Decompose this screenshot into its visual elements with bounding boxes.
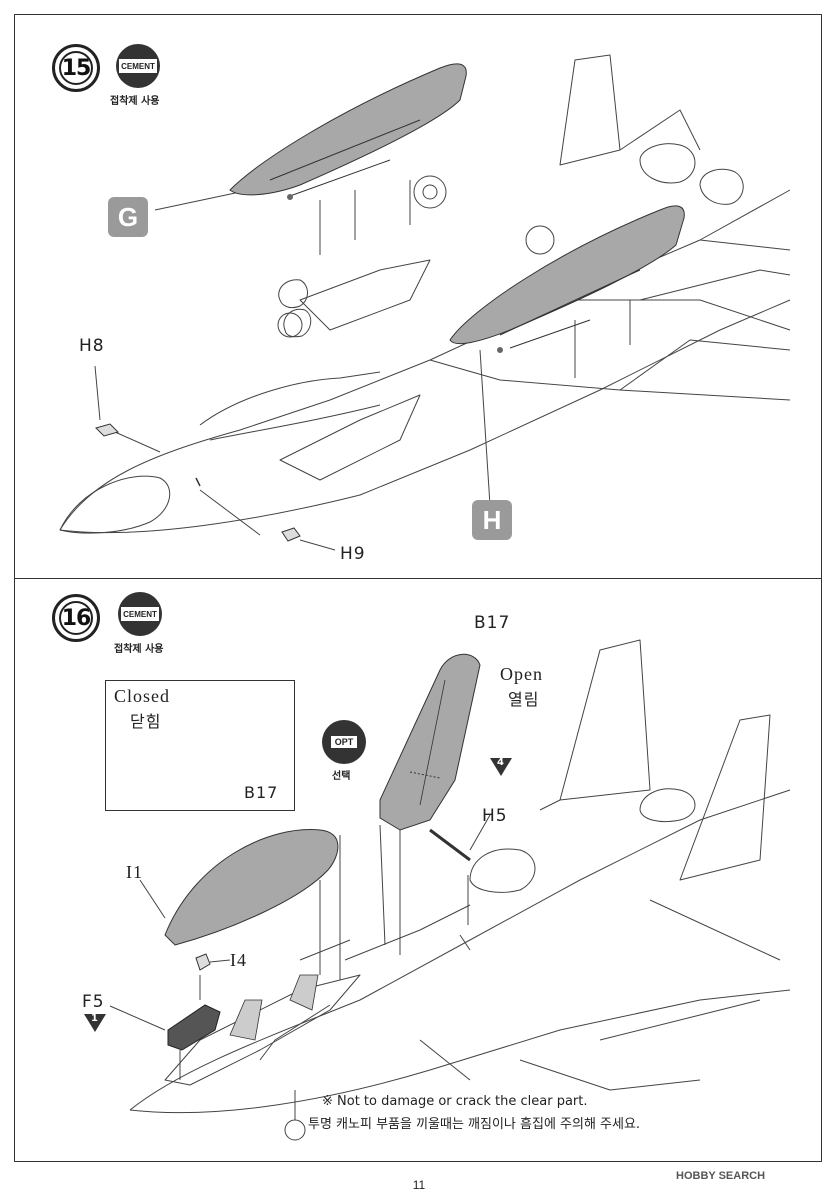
page-border <box>14 14 822 1162</box>
cement-icon: CEMENT <box>118 592 162 636</box>
step-16-badge: 16 <box>52 594 100 642</box>
part-label-h8: H8 <box>79 336 105 356</box>
closed-part-label: B17 <box>244 783 279 802</box>
optional-icon: OPT <box>322 720 366 764</box>
part-tag-h: H <box>472 500 512 540</box>
part-label-f5: F5 <box>82 992 105 1012</box>
step-16-number: 16 <box>61 605 92 631</box>
cement-label: CEMENT <box>121 607 159 621</box>
optional-label: OPT <box>330 736 358 748</box>
cement-icon: CEMENT <box>116 44 160 88</box>
note-korean: 투명 캐노피 부품을 끼울때는 깨짐이나 흠집에 주의해 주세요. <box>308 1117 641 1132</box>
open-label-kr: 열림 <box>508 690 540 709</box>
step-15-badge: 15 <box>52 44 100 92</box>
note-english: ※ Not to damage or crack the clear part. <box>322 1094 588 1109</box>
fuel-tank-h <box>449 205 685 353</box>
page-number: 11 <box>412 1178 426 1192</box>
cement-caption: 접착제 사용 <box>114 644 164 655</box>
part-label-h5: H5 <box>482 806 508 826</box>
watermark: HOBBY SEARCH <box>676 1170 766 1182</box>
fuel-tank-g <box>229 63 467 200</box>
cement-label: CEMENT <box>119 59 157 73</box>
paint-marker-4: 4 <box>497 757 504 768</box>
part-tag-g: G <box>108 197 148 237</box>
step-divider <box>14 578 822 579</box>
paint-marker-1: 1 <box>91 1013 98 1024</box>
closed-label-en: Closed <box>114 686 171 706</box>
closed-canopy-inset: Closed 닫힘 B17 <box>105 680 295 811</box>
cement-caption: 접착제 사용 <box>110 96 160 107</box>
part-label-h9: H9 <box>340 544 366 564</box>
optional-caption: 선택 <box>332 771 351 782</box>
part-label-i4: I4 <box>230 950 247 970</box>
open-label-en: Open <box>500 664 543 684</box>
step-15-number: 15 <box>61 55 92 81</box>
open-part-label: B17 <box>474 613 511 633</box>
closed-label-kr: 닫힘 <box>130 712 162 731</box>
part-label-i1: I1 <box>126 862 143 882</box>
